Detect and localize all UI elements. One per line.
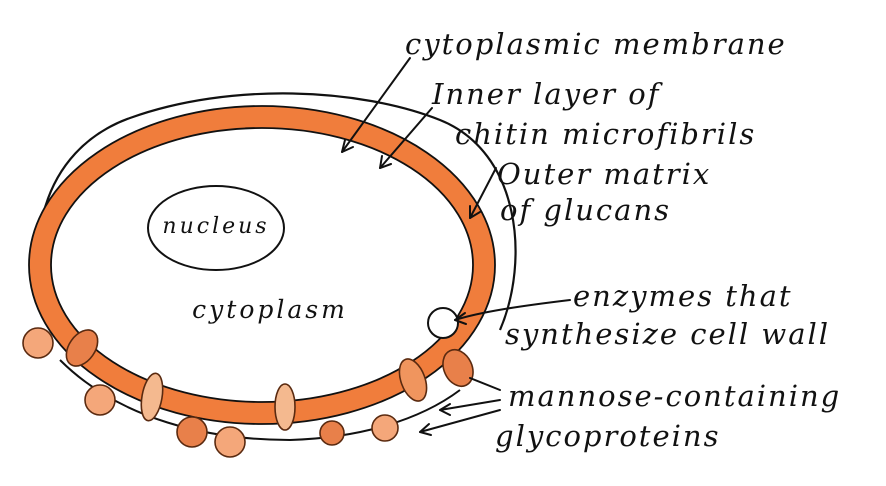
chitin-layer-outer-edge — [28, 105, 496, 425]
enzyme-complex — [427, 307, 459, 339]
lower-wall-boundary — [59, 359, 461, 442]
label-inner-layer-line2: chitin microfibrils — [455, 117, 756, 151]
label-cytoplasmic-membrane: cytoplasmic membrane — [405, 27, 787, 61]
chitin-layer — [29, 106, 495, 424]
embedded-glycoprotein — [398, 358, 428, 402]
chitin-layer-inner-edge — [50, 127, 474, 403]
label-outer-matrix-line2: of glucans — [500, 193, 671, 227]
surface-glycoproteins — [22, 327, 474, 458]
surface-glycoprotein — [371, 414, 399, 442]
surface-glycoprotein — [214, 426, 246, 458]
leader-glycoprotein-1 — [469, 377, 501, 391]
leader-enzymes — [454, 299, 571, 321]
arrowhead-cytoplasmic-membrane — [341, 139, 354, 153]
leader-glycoprotein-3 — [419, 409, 501, 433]
embedded-glycoprotein — [65, 329, 99, 367]
label-outer-matrix-line1: Outer matrix — [497, 157, 711, 191]
label-mannose-line1: mannose-containing — [508, 379, 841, 413]
label-mannose-line2: glycoproteins — [495, 419, 720, 453]
label-enzymes-line2: synthesize cell wall — [505, 317, 830, 351]
arrowhead-glycoprotein-3 — [419, 423, 432, 436]
arrowhead-glycoprotein-2 — [439, 403, 451, 416]
nucleus-shape — [147, 185, 285, 271]
embedded-glycoprotein — [140, 372, 164, 422]
arrowhead-enzymes — [454, 312, 467, 325]
arrowhead-outer-matrix — [469, 205, 481, 219]
label-inner-layer-line1: Inner layer of — [431, 77, 664, 111]
leader-outer-matrix — [469, 167, 497, 219]
arrowhead-inner-layer — [379, 155, 392, 169]
cytoplasm-label: cytoplasm — [192, 295, 348, 324]
surface-glycoprotein — [22, 327, 54, 359]
embedded-glycoprotein — [274, 383, 296, 431]
surface-glycoprotein — [442, 348, 474, 388]
leader-cytoplasmic-membrane — [341, 57, 411, 153]
leader-inner-layer — [379, 107, 433, 169]
leader-glycoprotein-2 — [439, 399, 501, 411]
nucleus-label: nucleus — [162, 214, 269, 239]
leader-lines — [341, 57, 571, 436]
surface-glycoprotein — [319, 420, 345, 446]
surface-glycoprotein — [176, 416, 208, 448]
label-enzymes-line1: enzymes that — [573, 279, 793, 313]
embedded-glycoproteins — [65, 329, 428, 431]
surface-glycoprotein — [84, 384, 116, 416]
